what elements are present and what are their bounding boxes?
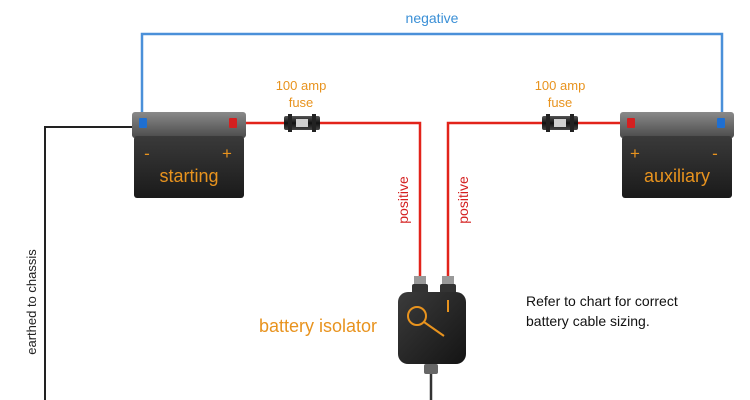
- note-line2: battery cable sizing.: [526, 313, 650, 329]
- positive-wire-right: [446, 121, 623, 282]
- starting-plus-sign: +: [222, 144, 232, 163]
- fuse-left-label-line2: fuse: [289, 95, 314, 110]
- fuse-left: [284, 114, 320, 132]
- negative-label: negative: [406, 10, 459, 26]
- negative-wire: [140, 32, 724, 120]
- auxiliary-battery-label: auxiliary: [644, 166, 710, 186]
- isolator-label: battery isolator: [259, 316, 377, 336]
- auxiliary-minus-sign: -: [712, 144, 718, 163]
- note-line1: Refer to chart for correct: [526, 293, 678, 309]
- positive-left-label: positive: [395, 176, 411, 224]
- auxiliary-plus-sign: +: [630, 144, 640, 163]
- starting-minus-sign: -: [144, 144, 150, 163]
- auxiliary-negative-terminal: [717, 118, 725, 128]
- earth-label: earthed to chassis: [24, 249, 39, 355]
- battery-isolator: [398, 276, 466, 374]
- starting-battery-label: starting: [159, 166, 218, 186]
- fuse-right-label-line2: fuse: [548, 95, 573, 110]
- fuse-right-label-line1: 100 amp: [535, 78, 586, 93]
- fuse-left-label-line1: 100 amp: [276, 78, 327, 93]
- starting-battery: - + starting: [132, 112, 246, 198]
- positive-wire-left: [238, 121, 422, 282]
- isolator-switch-icon: [407, 306, 427, 326]
- auxiliary-battery: + - auxiliary: [620, 112, 734, 198]
- positive-right-label: positive: [455, 176, 471, 224]
- auxiliary-positive-terminal: [627, 118, 635, 128]
- earth-wire: [44, 126, 136, 400]
- fuse-right: [542, 114, 578, 132]
